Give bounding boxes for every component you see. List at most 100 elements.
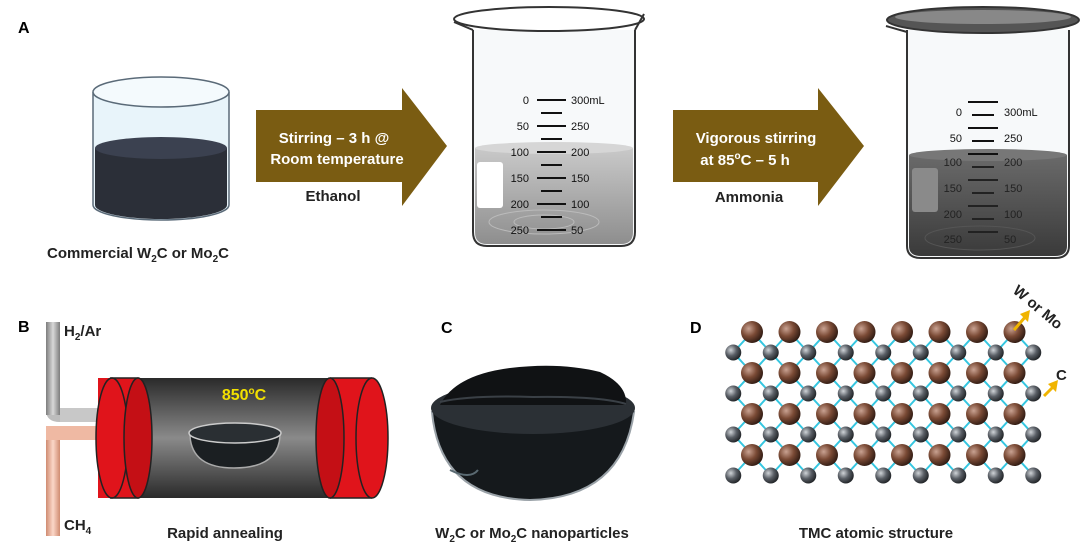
metal-atom: [853, 362, 876, 384]
carbon-atom: [837, 426, 854, 443]
metal-atom: [1003, 321, 1026, 343]
arrow2-reagent: Ammonia: [715, 189, 784, 206]
carbon-atom: [1025, 467, 1042, 484]
metal-atom-pointer: [1012, 310, 1030, 331]
metal-atom: [853, 444, 876, 466]
carbon-atom: [725, 385, 742, 402]
metal-atom: [816, 321, 838, 343]
beaker2-left-tick-0: 0: [956, 107, 962, 119]
carbon-atom: [987, 426, 1004, 443]
arrow2-line1: Vigorous stirring: [696, 130, 817, 147]
beaker1-left-tick-2: 100: [511, 147, 529, 159]
beaker1-left-tick-0: 0: [523, 95, 529, 107]
carbon-atom: [837, 344, 854, 361]
carbon-atom: [725, 467, 742, 484]
beaker2-right-tick-2: 200: [1004, 157, 1022, 169]
carbon-atom: [800, 426, 817, 443]
metal-atom: [853, 403, 876, 425]
carbon-atom: [837, 467, 854, 484]
beaker1-right-tick-5: 50: [571, 225, 583, 237]
metal-atom: [741, 403, 763, 425]
carbon-atom-pointer: [1042, 380, 1058, 398]
metal-atom: [928, 321, 951, 343]
beaker1-left-tick-3: 150: [511, 173, 529, 185]
beaker1-right-tick-2: 200: [571, 147, 589, 159]
carbon-atom: [762, 344, 779, 361]
annealing-temperature: 850oC: [222, 386, 267, 404]
metal-atom: [853, 321, 876, 343]
carbon-atom: [987, 344, 1004, 361]
beaker2-left-tick-4: 200: [944, 209, 962, 221]
carbon-atom: [912, 467, 929, 484]
metal-atom: [816, 444, 838, 466]
beaker-ammonia: 0 50 100 150 200 250 300mL 250 200 150 1…: [885, 6, 1080, 259]
panel-label-b: B: [18, 319, 30, 336]
arrow1-reagent: Ethanol: [306, 188, 361, 205]
beaker2-right-tick-4: 100: [1004, 209, 1022, 221]
process-arrow-2: Vigorous stirring at 85oC – 5 h: [673, 88, 864, 206]
gas-inlet-label: H2/Ar: [64, 323, 101, 343]
beaker2-left-tick-1: 50: [950, 133, 962, 145]
metal-atom: [741, 321, 763, 343]
metal-atom: [778, 403, 801, 425]
beaker-ethanol: 0 50 100 150 200 250 300mL 250 200 150 1…: [453, 6, 645, 247]
tube-furnace: [95, 377, 389, 499]
carbon-atom: [875, 344, 892, 361]
metal-atom: [1003, 444, 1026, 466]
carbon-atom: [987, 467, 1004, 484]
beaker2-right-tick-0: 300mL: [1004, 107, 1038, 119]
metal-atom: [928, 362, 951, 384]
beaker1-right-tick-4: 100: [571, 199, 589, 211]
metal-atom: [778, 362, 801, 384]
panel-c-caption: W2C or Mo2C nanoparticles: [435, 525, 629, 545]
carbon-atom: [725, 426, 742, 443]
carbon-atom: [950, 385, 967, 402]
carbon-atom: [800, 344, 817, 361]
metal-atom: [891, 444, 913, 466]
panel-b-caption: Rapid annealing: [167, 525, 283, 542]
metal-atom: [741, 362, 763, 384]
carbon-atom: [912, 385, 929, 402]
nanoparticle-boat: [430, 365, 636, 502]
carbon-atom: [912, 344, 929, 361]
beaker2-right-tick-3: 150: [1004, 183, 1022, 195]
carbon-atom: [875, 426, 892, 443]
carbon-atom: [800, 467, 817, 484]
gas-pipes: [46, 322, 100, 536]
metal-atom: [891, 362, 913, 384]
arrow1-line2: Room temperature: [270, 151, 403, 168]
metal-atom: [1003, 362, 1026, 384]
powder-caption: Commercial W2C or Mo2C: [47, 245, 229, 265]
metal-atom: [778, 444, 801, 466]
beaker1-left-tick-4: 200: [511, 199, 529, 211]
metal-atom: [966, 321, 988, 343]
carbon-atom: [875, 385, 892, 402]
carbon-atom: [950, 426, 967, 443]
carbon-atom: [725, 344, 742, 361]
metal-atom: [928, 403, 951, 425]
carbon-atom: [1025, 344, 1042, 361]
metal-atom: [891, 403, 913, 425]
beaker1-right-tick-3: 150: [571, 173, 589, 185]
carbon-atom-label: C: [1056, 367, 1067, 384]
carbon-atom: [762, 467, 779, 484]
carbon-atom: [987, 385, 1004, 402]
beaker1-right-tick-1: 250: [571, 121, 589, 133]
carbon-atom: [912, 426, 929, 443]
beaker2-left-tick-3: 150: [944, 183, 962, 195]
metal-atom: [816, 362, 838, 384]
carbon-atom: [875, 467, 892, 484]
beaker2-right-tick-5: 50: [1004, 234, 1016, 246]
panel-d-caption: TMC atomic structure: [799, 525, 953, 542]
metal-atom: [928, 444, 951, 466]
carbon-atom: [762, 426, 779, 443]
beaker1-left-tick-5: 250: [511, 225, 529, 237]
beaker2-right-tick-1: 250: [1004, 133, 1022, 145]
metal-atom: [778, 321, 801, 343]
carbon-atom: [800, 385, 817, 402]
metal-atom: [741, 444, 763, 466]
carbon-atom: [950, 467, 967, 484]
metal-atom: [816, 403, 838, 425]
carbon-atom: [950, 344, 967, 361]
